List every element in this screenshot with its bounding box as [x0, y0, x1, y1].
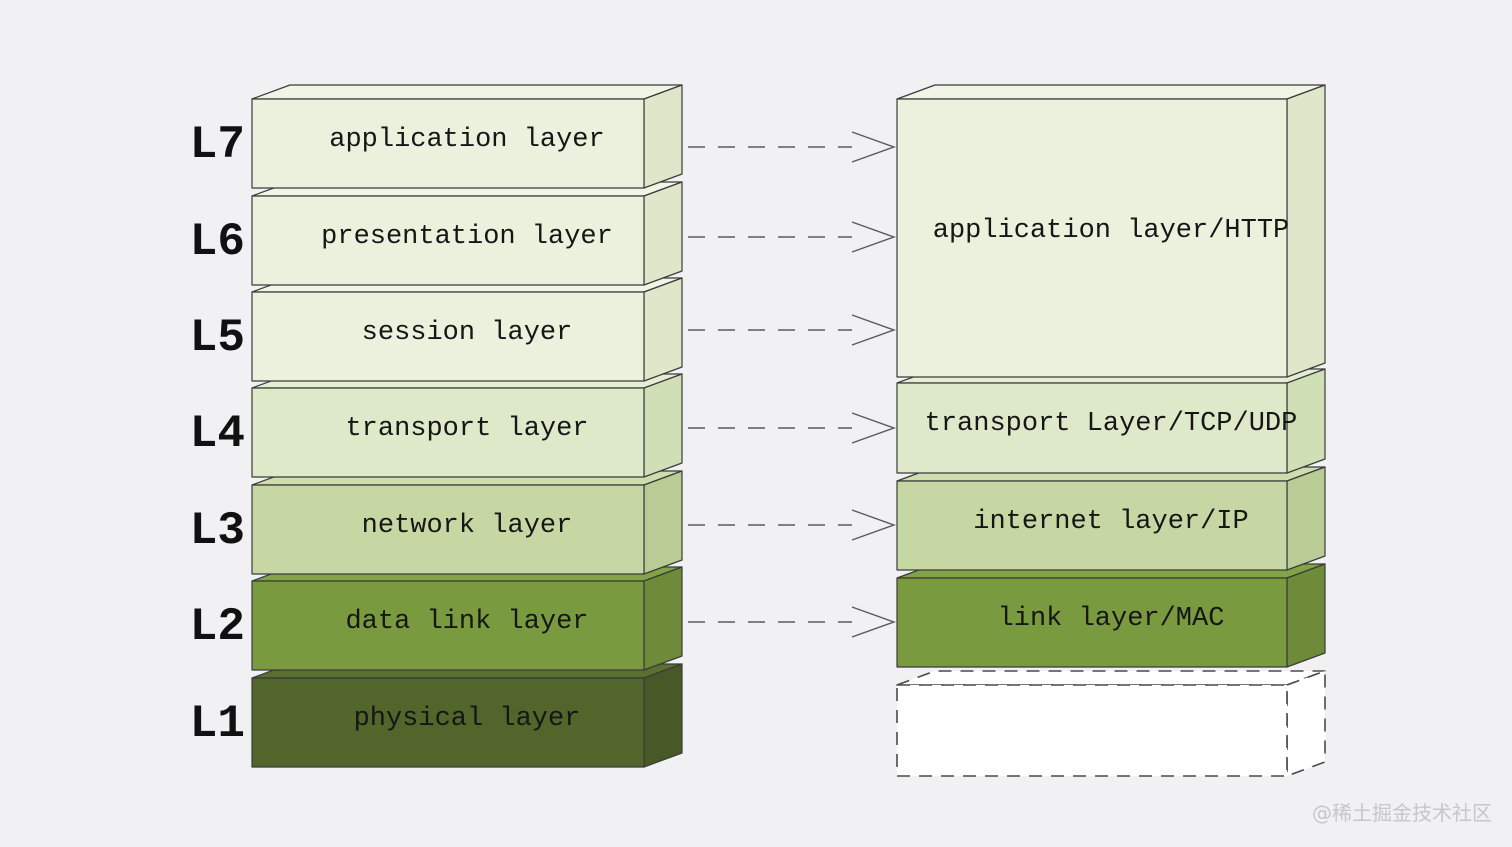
arrow-L6-to-application [688, 221, 897, 253]
tcpip-box-internet: internet layer/IP [896, 466, 1326, 571]
tcpip-application-top-face [896, 84, 1326, 100]
osi-L7-label: application layer [329, 125, 604, 155]
osi-layer-L6: presentation layer L6 [190, 181, 683, 286]
arrow-L2-to-link [688, 606, 897, 638]
osi-L1-number: L1 [190, 698, 245, 750]
tcpip-link-label: link layer/MAC [998, 604, 1225, 634]
osi-layer-L7: application layer L7 [190, 84, 683, 189]
osi-L7-top-face [251, 84, 683, 100]
arrow-head-icon [851, 314, 897, 346]
tcpip-box-empty [896, 670, 1326, 777]
osi-L7-front-face [251, 98, 645, 189]
osi-layer-L2: data link layer L2 [190, 566, 683, 671]
arrow-head-icon [851, 412, 897, 444]
tcpip-application-side-face [1286, 84, 1326, 378]
osi-L5-side-face [643, 277, 683, 382]
osi-L6-number: L6 [190, 216, 245, 268]
tcpip-box-application: application layer/HTTP [896, 84, 1326, 378]
osi-L4-side-face [643, 373, 683, 478]
osi-L6-front-face [251, 195, 645, 286]
osi-L5-number: L5 [190, 312, 245, 364]
mapping-arrows [688, 131, 897, 638]
osi-layer-L3: network layer L3 [190, 470, 683, 575]
arrow-head-icon [851, 131, 897, 163]
osi-layer-L1: physical layer L1 [190, 663, 683, 768]
tcpip-internet-side-face [1286, 466, 1326, 571]
arrow-head-icon [851, 606, 897, 638]
osi-L6-label: presentation layer [321, 222, 613, 252]
tcpip-transport-label: transport Layer/TCP/UDP [925, 409, 1298, 439]
tcpip-link-front-face [896, 577, 1288, 668]
osi-L3-label: network layer [362, 511, 573, 541]
arrow-head-icon [851, 221, 897, 253]
watermark: @稀土掘金技术社区 [1312, 801, 1492, 825]
osi-L2-front-face [251, 580, 645, 671]
osi-L1-side-face [643, 663, 683, 768]
tcpip-application-label: application layer/HTTP [933, 216, 1289, 246]
osi-L4-label: transport layer [345, 414, 588, 444]
tcpip-box-link: link layer/MAC [896, 563, 1326, 668]
osi-L2-number: L2 [190, 601, 245, 653]
osi-L3-side-face [643, 470, 683, 575]
osi-L3-number: L3 [190, 505, 245, 557]
arrow-L7-to-application [688, 131, 897, 163]
osi-L2-label: data link layer [345, 607, 588, 637]
osi-L6-side-face [643, 181, 683, 286]
osi-L1-front-face [251, 677, 645, 768]
osi-L4-number: L4 [190, 408, 245, 460]
osi-L4-front-face [251, 387, 645, 478]
osi-L3-front-face [251, 484, 645, 575]
arrow-L4-to-transport [688, 412, 897, 444]
osi-L7-number: L7 [190, 119, 245, 171]
tcpip-empty-top-face [896, 670, 1326, 686]
osi-L2-side-face [643, 566, 683, 671]
arrow-head-icon [851, 509, 897, 541]
tcpip-internet-label: internet layer/IP [973, 507, 1248, 537]
tcpip-empty-side-face [1286, 670, 1326, 777]
osi-L7-side-face [643, 84, 683, 189]
tcpip-box-transport: transport Layer/TCP/UDP [896, 368, 1326, 474]
osi-layer-L5: session layer L5 [190, 277, 683, 382]
tcpip-link-side-face [1286, 563, 1326, 668]
osi-L5-label: session layer [362, 318, 573, 348]
osi-L5-front-face [251, 291, 645, 382]
tcpip-empty-front-face [896, 684, 1288, 777]
tcpip-application-front-face [896, 98, 1288, 378]
arrow-L5-to-application [688, 314, 897, 346]
tcpip-transport-front-face [896, 382, 1288, 474]
osi-L1-label: physical layer [354, 704, 581, 734]
arrow-L3-to-internet [688, 509, 897, 541]
tcpip-internet-front-face [896, 480, 1288, 571]
osi-layer-L4: transport layer L4 [190, 373, 683, 478]
